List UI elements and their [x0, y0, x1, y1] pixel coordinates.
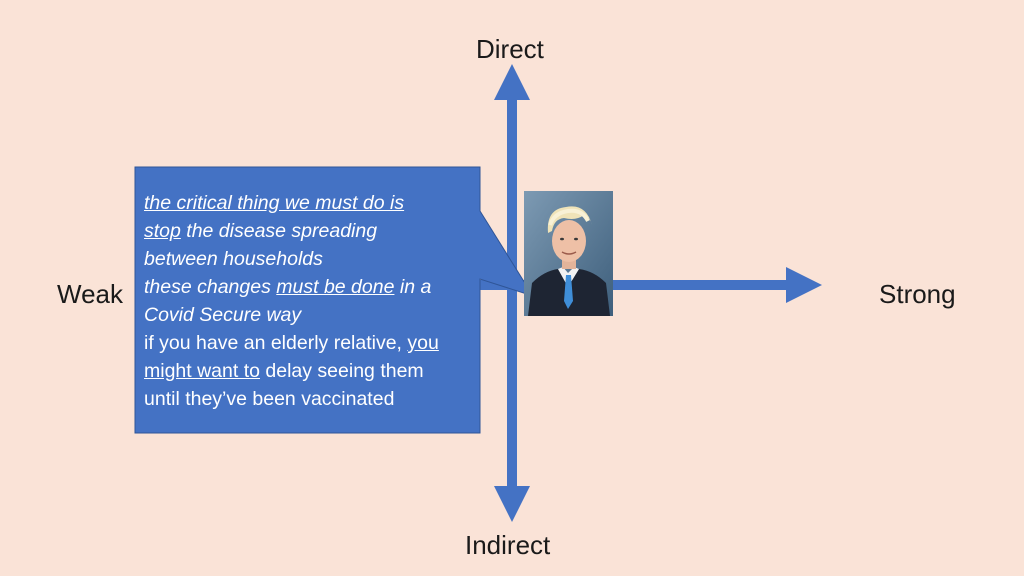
- axis-label-weak: Weak: [57, 279, 123, 309]
- quote-text: the disease spreading: [180, 220, 378, 242]
- quote-text: Covid Secure way: [144, 304, 302, 326]
- portrait-illustration: [524, 191, 613, 316]
- quote-text: the critical thing we must do is: [144, 192, 405, 214]
- underlined-phrase-stop: stop: [144, 220, 181, 242]
- quote-text: until they’ve been vaccinated: [144, 388, 395, 410]
- arrowhead-down: [494, 486, 530, 522]
- quote-text: if you have an elderly relative,: [144, 332, 408, 354]
- quote-text: these changes: [144, 276, 277, 298]
- callout-line-3: between households: [144, 245, 472, 273]
- callout-line-1: the critical thing we must do is: [144, 189, 472, 217]
- quote-text: in a: [394, 276, 432, 298]
- callout-line-8: until they’ve been vaccinated: [144, 385, 472, 413]
- underlined-phrase-might-want-to: might want to: [144, 360, 260, 382]
- quote-text: delay seeing them: [259, 360, 424, 382]
- axis-label-direct: Direct: [476, 34, 544, 64]
- underlined-phrase-must-be-done: must be done: [276, 276, 395, 298]
- callout-line-2: stop the disease spreading: [144, 217, 472, 245]
- axis-label-strong: Strong: [879, 279, 956, 309]
- portrait-photo: [524, 191, 613, 316]
- speech-callout: the critical thing we must do is stop th…: [135, 167, 480, 433]
- underlined-phrase-you: you: [407, 332, 439, 354]
- callout-line-6: if you have an elderly relative, you: [144, 329, 472, 357]
- callout-line-7: might want to delay seeing them: [144, 357, 472, 385]
- arrowhead-up: [494, 64, 530, 100]
- quote-text: between households: [144, 248, 323, 270]
- callout-line-5: Covid Secure way: [144, 301, 472, 329]
- axis-label-indirect: Indirect: [465, 530, 551, 560]
- arrowhead-right: [786, 267, 822, 303]
- callout-line-4: these changes must be done in a: [144, 273, 472, 301]
- callout-shape: [134, 166, 535, 434]
